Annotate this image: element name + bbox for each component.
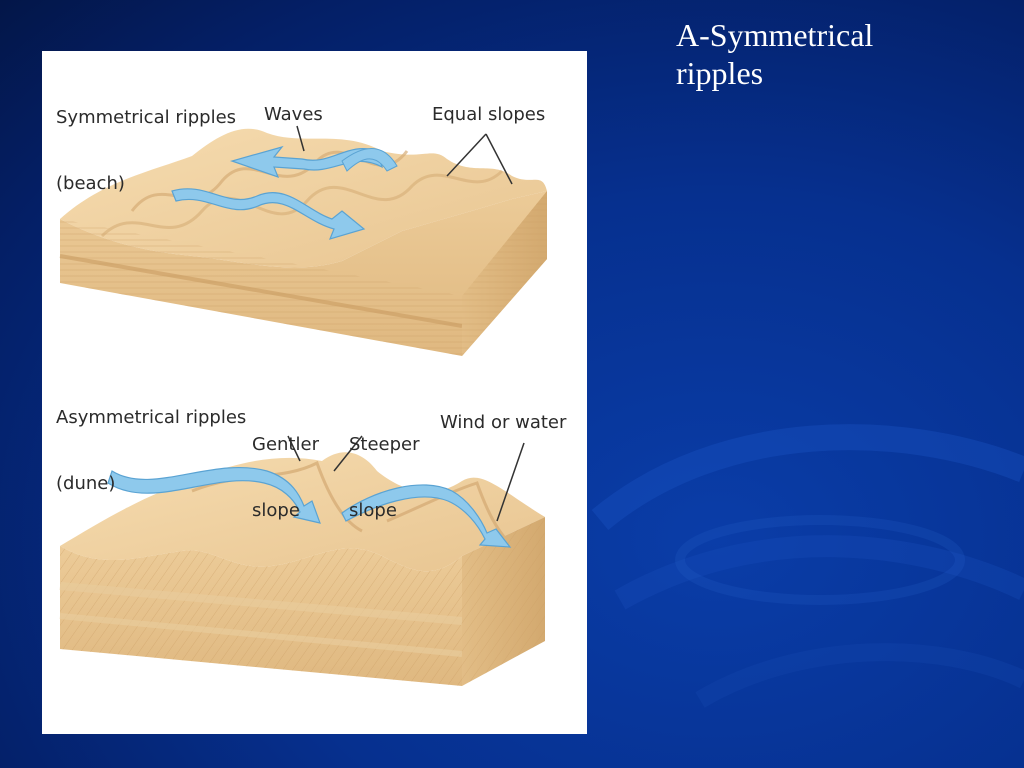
wind-or-water-label: Wind or water <box>440 412 566 434</box>
symmetrical-heading-line-1: Symmetrical ripples <box>56 107 236 129</box>
steeper-slope-line-1: Steeper <box>349 434 420 456</box>
asymmetrical-heading-line-1: Asymmetrical ripples <box>56 407 246 429</box>
equal-slopes-label: Equal slopes <box>432 104 545 126</box>
gentler-slope-line-1: Gentler <box>252 434 319 456</box>
gentler-slope-line-2: slope <box>252 500 319 522</box>
slide-title-line-2: ripples <box>676 54 996 92</box>
ripples-figure: Symmetrical ripples (beach) Waves Equal … <box>42 51 587 734</box>
asymmetrical-heading: Asymmetrical ripples (dune) <box>56 363 246 539</box>
symmetrical-heading-line-2: (beach) <box>56 173 236 195</box>
slide-title-line-1: A-Symmetrical <box>676 16 996 54</box>
asymmetrical-heading-line-2: (dune) <box>56 473 246 495</box>
gentler-slope-label: Gentler slope <box>252 390 319 566</box>
waves-label: Waves <box>264 104 323 126</box>
slide-title: A-Symmetrical ripples <box>676 16 996 92</box>
steeper-slope-line-2: slope <box>349 500 420 522</box>
symmetrical-heading: Symmetrical ripples (beach) <box>56 63 236 239</box>
steeper-slope-label: Steeper slope <box>349 390 420 566</box>
